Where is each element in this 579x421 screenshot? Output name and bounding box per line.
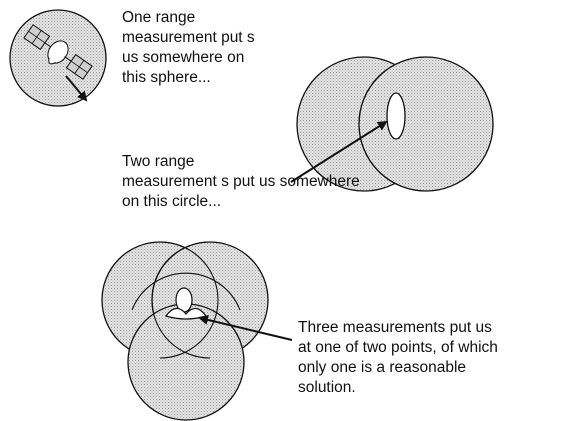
caption-line: One range <box>122 9 196 26</box>
caption-line: this sphere... <box>122 69 211 86</box>
caption-one-range: One range measurement put s us somewhere… <box>122 8 255 88</box>
caption-line: solution. <box>298 379 356 396</box>
pointer-arrow-circle <box>290 120 388 183</box>
sphere-c <box>127 303 245 421</box>
caption-line: on this circle... <box>122 193 222 210</box>
satellite-sphere <box>9 9 107 107</box>
pointer-arrow-points <box>198 314 293 341</box>
caption-line: only one is a reasonable <box>298 359 467 376</box>
satellite-icon <box>23 24 93 80</box>
caption-three: Three measurements put us at one of two … <box>298 318 498 398</box>
caption-line: Two range <box>122 153 195 170</box>
sphere-right <box>358 56 494 192</box>
caption-line: measurement put s <box>122 29 255 46</box>
caption-line: Three measurements put us <box>298 319 492 336</box>
solution-point-lower <box>165 307 207 320</box>
caption-two-range: Two range measurement s put us somewhere… <box>122 152 360 212</box>
caption-line: measurement s put us somewhere <box>122 173 360 190</box>
caption-line: at one of two points, of which <box>298 339 498 356</box>
intersection-circle <box>386 92 406 140</box>
two-spheres <box>290 56 494 192</box>
caption-line: us somewhere on <box>122 49 245 66</box>
signal-arrow <box>65 75 88 102</box>
three-spheres <box>101 241 293 421</box>
